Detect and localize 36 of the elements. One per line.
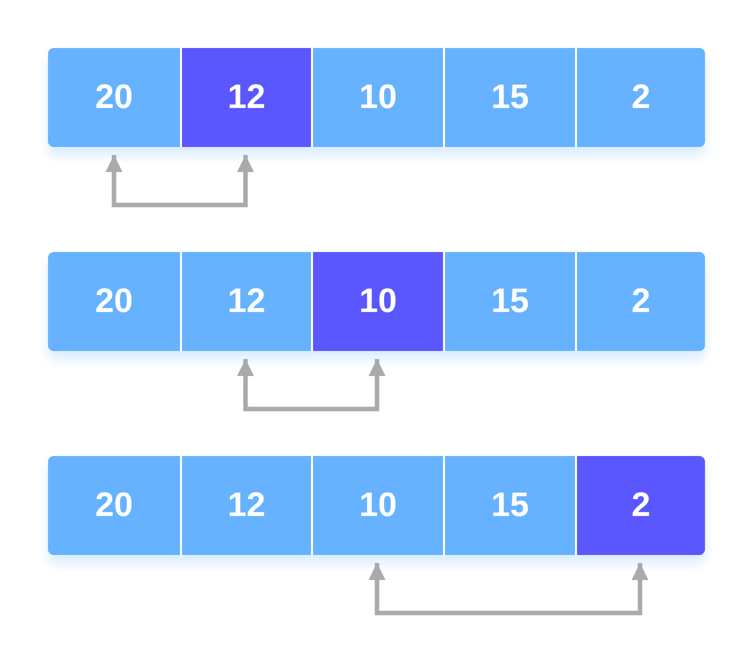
cell-value: 12 <box>228 78 266 117</box>
array-cell <box>311 48 443 147</box>
array-bar <box>48 48 705 147</box>
cell-value: 20 <box>95 282 133 321</box>
cell-value: 10 <box>359 78 397 117</box>
highlighted-array-cell <box>311 252 443 351</box>
array-cell <box>575 252 705 351</box>
array-cell <box>311 456 443 555</box>
array-cell <box>180 456 311 555</box>
array-cell <box>443 456 575 555</box>
highlighted-array-cell <box>180 48 311 147</box>
array-bar <box>48 252 705 351</box>
cell-value: 20 <box>95 78 133 117</box>
cell-value: 15 <box>491 282 529 321</box>
cell-value: 10 <box>359 282 397 321</box>
array-cell <box>48 48 180 147</box>
array-cell <box>48 252 180 351</box>
cell-value: 2 <box>632 78 650 117</box>
cell-value: 2 <box>632 486 650 525</box>
cell-value: 2 <box>632 282 650 321</box>
cell-value: 12 <box>228 486 266 525</box>
swap-arrow <box>106 155 254 208</box>
cell-value: 15 <box>491 78 529 117</box>
cell-value: 20 <box>95 486 133 525</box>
array-bar <box>48 456 705 555</box>
array-cell <box>48 456 180 555</box>
array-cell <box>443 48 575 147</box>
cell-value: 10 <box>359 486 397 525</box>
cell-value: 12 <box>228 282 266 321</box>
cell-value: 15 <box>491 486 529 525</box>
array-cell <box>180 252 311 351</box>
swap-arrow <box>368 563 648 616</box>
swap-arrow <box>237 359 386 412</box>
highlighted-array-cell <box>575 456 705 555</box>
array-cell <box>443 252 575 351</box>
array-cell <box>575 48 705 147</box>
